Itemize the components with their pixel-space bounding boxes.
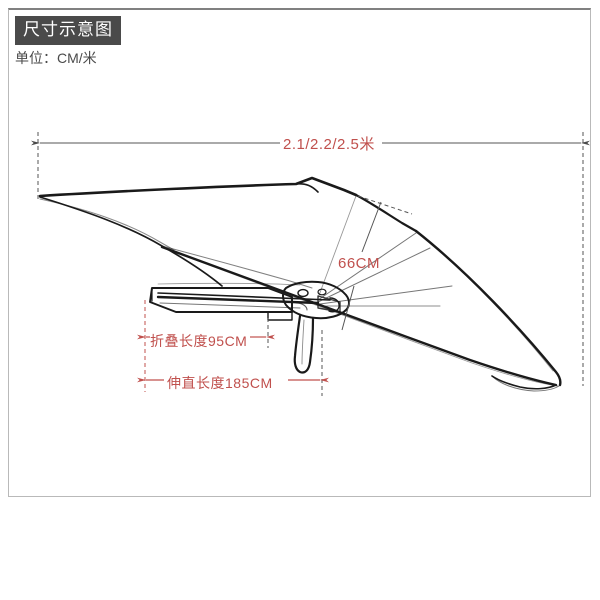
page-title: 尺寸示意图 — [15, 16, 121, 45]
unit-note: 单位：CM/米 — [15, 50, 97, 66]
dimension-extended-length — [137, 330, 329, 396]
illustration-frame — [8, 8, 591, 497]
dimension-label-canopy-drop: 66CM — [338, 255, 381, 272]
dimension-folded-length — [137, 300, 275, 392]
dimension-label-extended-length: 伸直长度185CM — [167, 375, 273, 391]
dimension-label-folded-length: 折叠长度95CM — [150, 333, 248, 349]
dimension-canopy-span — [31, 132, 590, 386]
dimension-canopy-drop — [341, 195, 413, 331]
dimension-label-canopy-span: 2.1/2.2/2.5米 — [283, 136, 375, 153]
